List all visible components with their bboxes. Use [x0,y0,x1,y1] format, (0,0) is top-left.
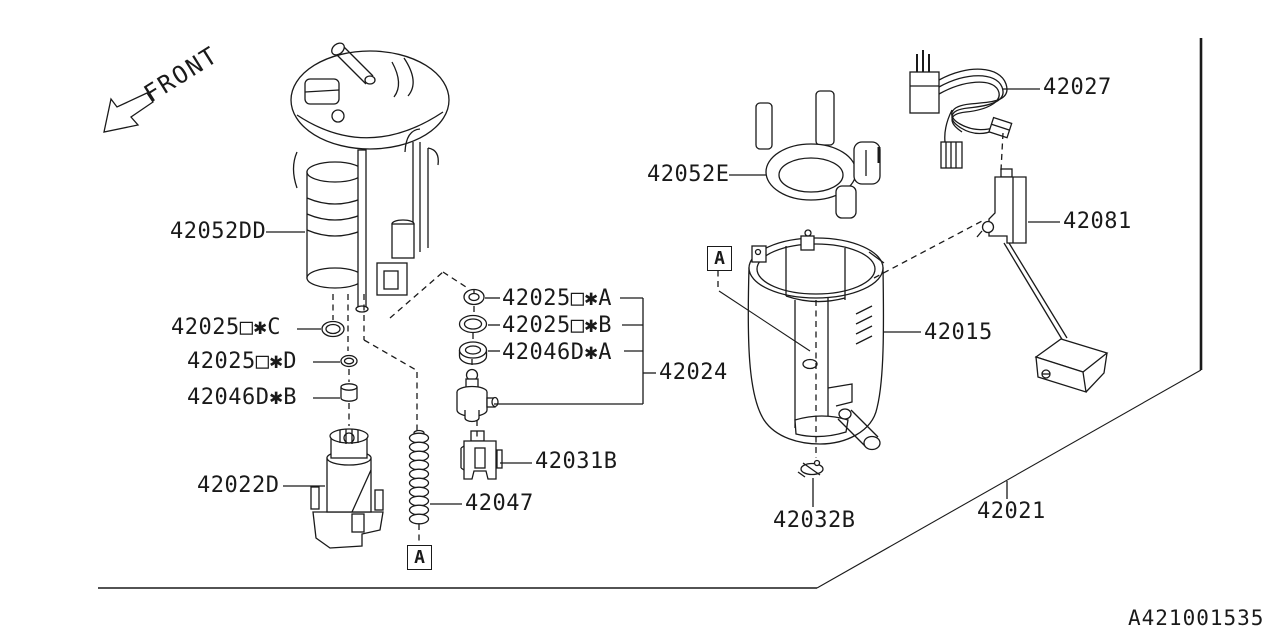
valve-art [456,368,499,423]
spacer-b-art [340,383,358,402]
tank-panel-lines [98,38,1203,589]
detail-marker-a-spring: A [407,545,432,570]
detail-marker-a-reservoir: A [707,246,732,271]
part-label-clip: 42032B [773,508,856,533]
part-label-grommet-d: 42025□✱D [187,349,297,374]
pump-assembly-art [290,42,450,313]
front-arrow-icon [103,92,154,133]
grommet-a-art [463,288,485,306]
harness-art [909,50,1013,169]
part-label-spacer-a: 42046D✱A [502,340,612,365]
part-label-pump-bracket: 42052E [647,162,730,187]
part-label-pump-filter: 42031B [535,449,618,474]
fuel-sender-art [976,168,1109,393]
grommet-d-art [340,354,358,368]
part-label-harness: 42027 [1043,75,1112,100]
part-label-reservoir: 42015 [924,320,993,345]
clip-art [797,459,824,478]
bracket-ring-art [755,90,881,219]
assembly-dashed-lines [332,132,1004,544]
part-label-grommet-c: 42025□✱C [171,315,281,340]
part-label-valve-assembly: 42024 [659,360,728,385]
part-label-fuel-pump: 42022D [197,473,280,498]
drawing-number: A421001535 [1128,606,1265,630]
part-label-spring: 42047 [465,491,534,516]
spring-art [408,429,430,525]
part-label-pump-assembly: 42052DD [170,219,267,244]
leader-lines [266,88,1060,507]
part-label-fuel-tank: 42021 [977,499,1046,524]
part-label-oring-b: 42025□✱B [502,313,612,338]
part-label-grommet-a: 42025□✱A [502,286,612,311]
pump-filter-art [460,430,503,480]
spacer-a-art [458,341,488,365]
part-label-spacer-b: 42046D✱B [187,385,297,410]
oring-b-art [458,314,488,334]
part-label-fuel-sender: 42081 [1063,209,1132,234]
grommet-c-art [321,320,345,338]
fuel-pump-art [310,428,384,549]
